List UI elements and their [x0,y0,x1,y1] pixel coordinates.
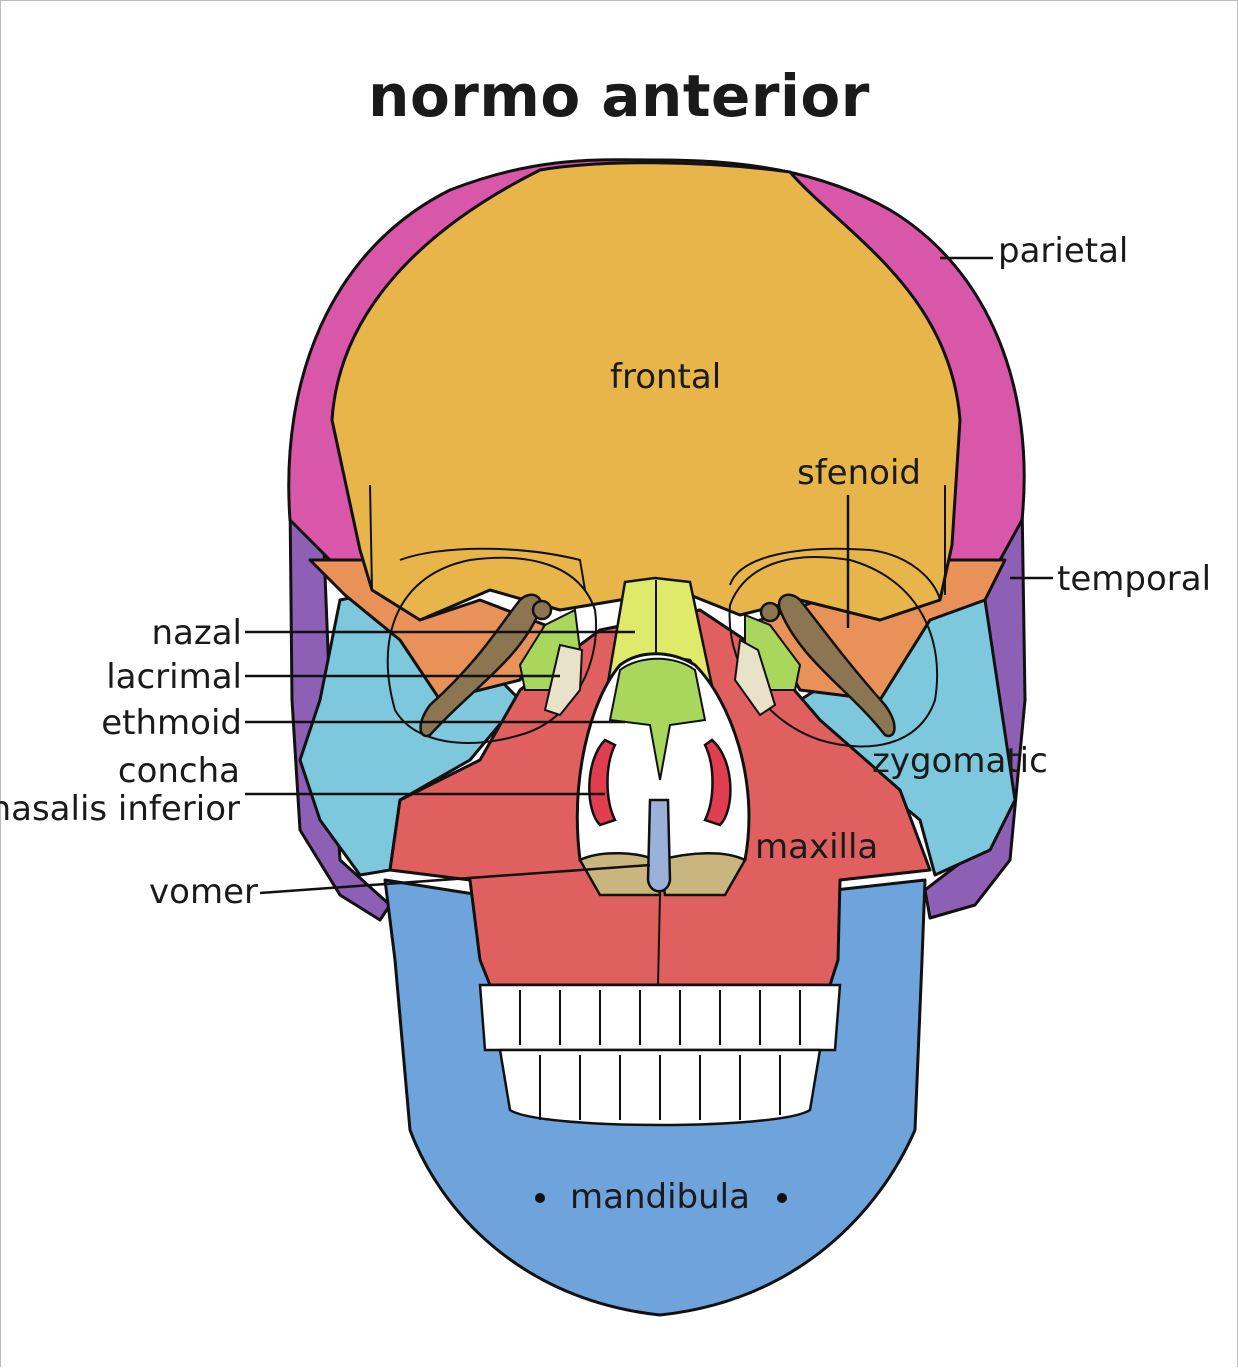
label-zygomatic: zygomatic [872,741,1048,781]
teeth [478,983,842,1127]
diagram-title: normo anterior [368,62,870,130]
label-temporal: temporal [1057,559,1211,599]
frontal-bone [330,161,962,622]
label-nazal: nazal [151,613,242,653]
label-parietal: parietal [998,231,1128,271]
label-vomer: vomer [149,872,258,912]
mental-foramen-left [535,1193,545,1203]
label-sfenoid: sfenoid [797,453,921,493]
mental-foramen-right [777,1193,787,1203]
label-mandibula: mandibula [570,1177,750,1217]
label-concha: concha [118,751,240,791]
orbital-fissures [419,593,896,738]
lacrimal-bone [543,638,777,717]
concha-nasalis-inferior [588,738,732,827]
label-frontal: frontal [610,357,721,397]
orbits [369,484,946,748]
vomer-bone [646,798,672,893]
label-lacrimal: lacrimal [106,657,242,697]
label-nasalis-inferior: nasalis inferior [0,789,240,829]
label-maxilla: maxilla [755,827,878,867]
leader-lines [245,256,1053,895]
label-ethmoid: ethmoid [101,703,242,743]
